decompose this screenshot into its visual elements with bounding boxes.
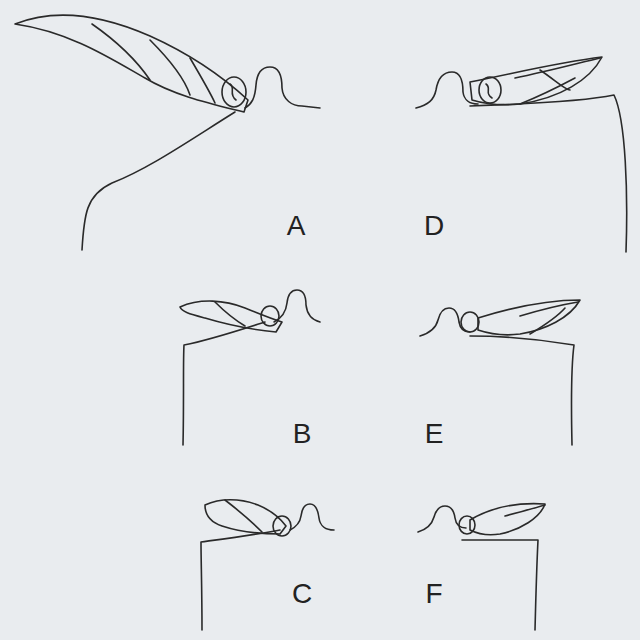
- figure-letter: E: [425, 420, 444, 448]
- figure-letter: F: [425, 580, 442, 608]
- figure-e: [420, 300, 580, 445]
- figure-c: [201, 500, 334, 630]
- figure-f: [418, 504, 545, 630]
- figure-letter: C: [292, 580, 312, 608]
- figure-letter: D: [424, 212, 444, 240]
- figure-letter: B: [293, 420, 312, 448]
- figure-d: [416, 57, 627, 252]
- figure-letter: A: [287, 212, 306, 240]
- figure-a: [15, 15, 320, 250]
